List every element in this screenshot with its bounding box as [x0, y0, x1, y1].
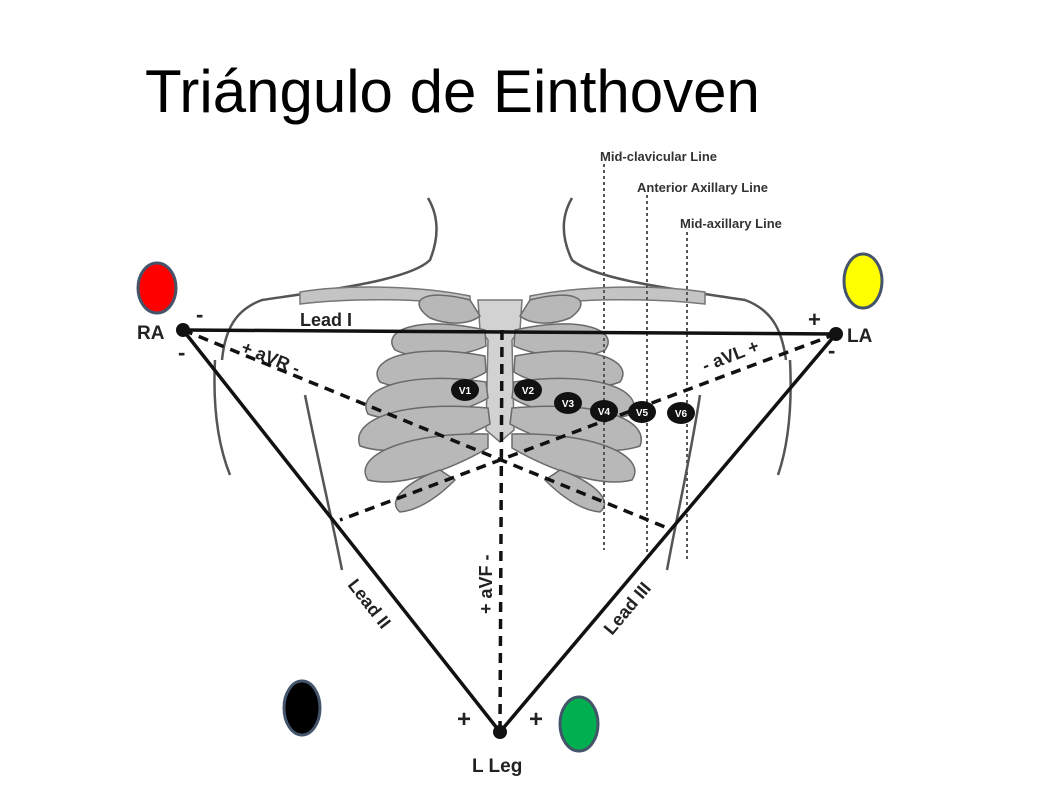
v5-electrode: V5	[628, 401, 656, 423]
precordial-electrodes: V1 V2 V3 V4 V5 V6	[451, 379, 695, 424]
lead-i-label: Lead I	[300, 310, 352, 330]
slide-title: Triángulo de Einthoven	[145, 58, 760, 125]
v6-label: V6	[675, 409, 688, 420]
v1-electrode: V1	[451, 379, 479, 401]
right-leg-electrode	[282, 679, 322, 737]
leg-label: L Leg	[472, 756, 522, 777]
la-label: LA	[847, 326, 873, 347]
lead-i-line	[182, 328, 837, 336]
reference-lines	[603, 164, 688, 560]
avf-axis	[498, 329, 504, 733]
v4-electrode: V4	[590, 400, 618, 422]
lead-iii-label: Lead III	[600, 578, 655, 638]
ra-label: RA	[137, 323, 165, 344]
v3-electrode: V3	[554, 392, 582, 414]
v2-label: V2	[522, 386, 535, 397]
mid-clavicular-label: Mid-clavicular Line	[600, 149, 717, 164]
augmented-leads	[182, 328, 837, 733]
rib-cage-left	[358, 294, 491, 513]
einthoven-triangle	[181, 328, 838, 734]
ra-minus-sign: -	[196, 302, 203, 327]
avl-label: - aVL +	[699, 336, 761, 376]
ra-node	[176, 323, 190, 337]
mid-axillary-label: Mid-axillary Line	[680, 216, 782, 231]
lead-ii-label: Lead II	[344, 575, 395, 632]
v3-label: V3	[562, 399, 575, 410]
v5-label: V5	[636, 408, 649, 419]
lead-ii-line	[181, 328, 502, 734]
avf-label: + aVF -	[476, 554, 496, 614]
la-plus-sign: +	[808, 307, 821, 332]
avr-label: + aVR -	[239, 337, 304, 379]
leg-plus-sign-left: +	[457, 706, 471, 733]
left-arm-electrode	[842, 252, 884, 310]
leg-plus-sign-right: +	[529, 706, 543, 733]
la-node	[829, 327, 843, 341]
v6-electrode: V6	[667, 402, 695, 424]
avl-axis	[339, 332, 837, 522]
left-leg-electrode	[558, 695, 600, 753]
right-arm-electrode	[136, 261, 178, 315]
ra-minus-sign-2: -	[178, 340, 185, 365]
anterior-axillary-label: Anterior Axillary Line	[637, 180, 768, 195]
lead-iii-line	[498, 332, 838, 734]
avr-axis	[182, 328, 666, 529]
v1-label: V1	[459, 386, 472, 397]
v4-label: V4	[598, 407, 611, 418]
v2-electrode: V2	[514, 379, 542, 401]
leg-node	[493, 725, 507, 739]
la-minus-sign: -	[828, 338, 835, 363]
